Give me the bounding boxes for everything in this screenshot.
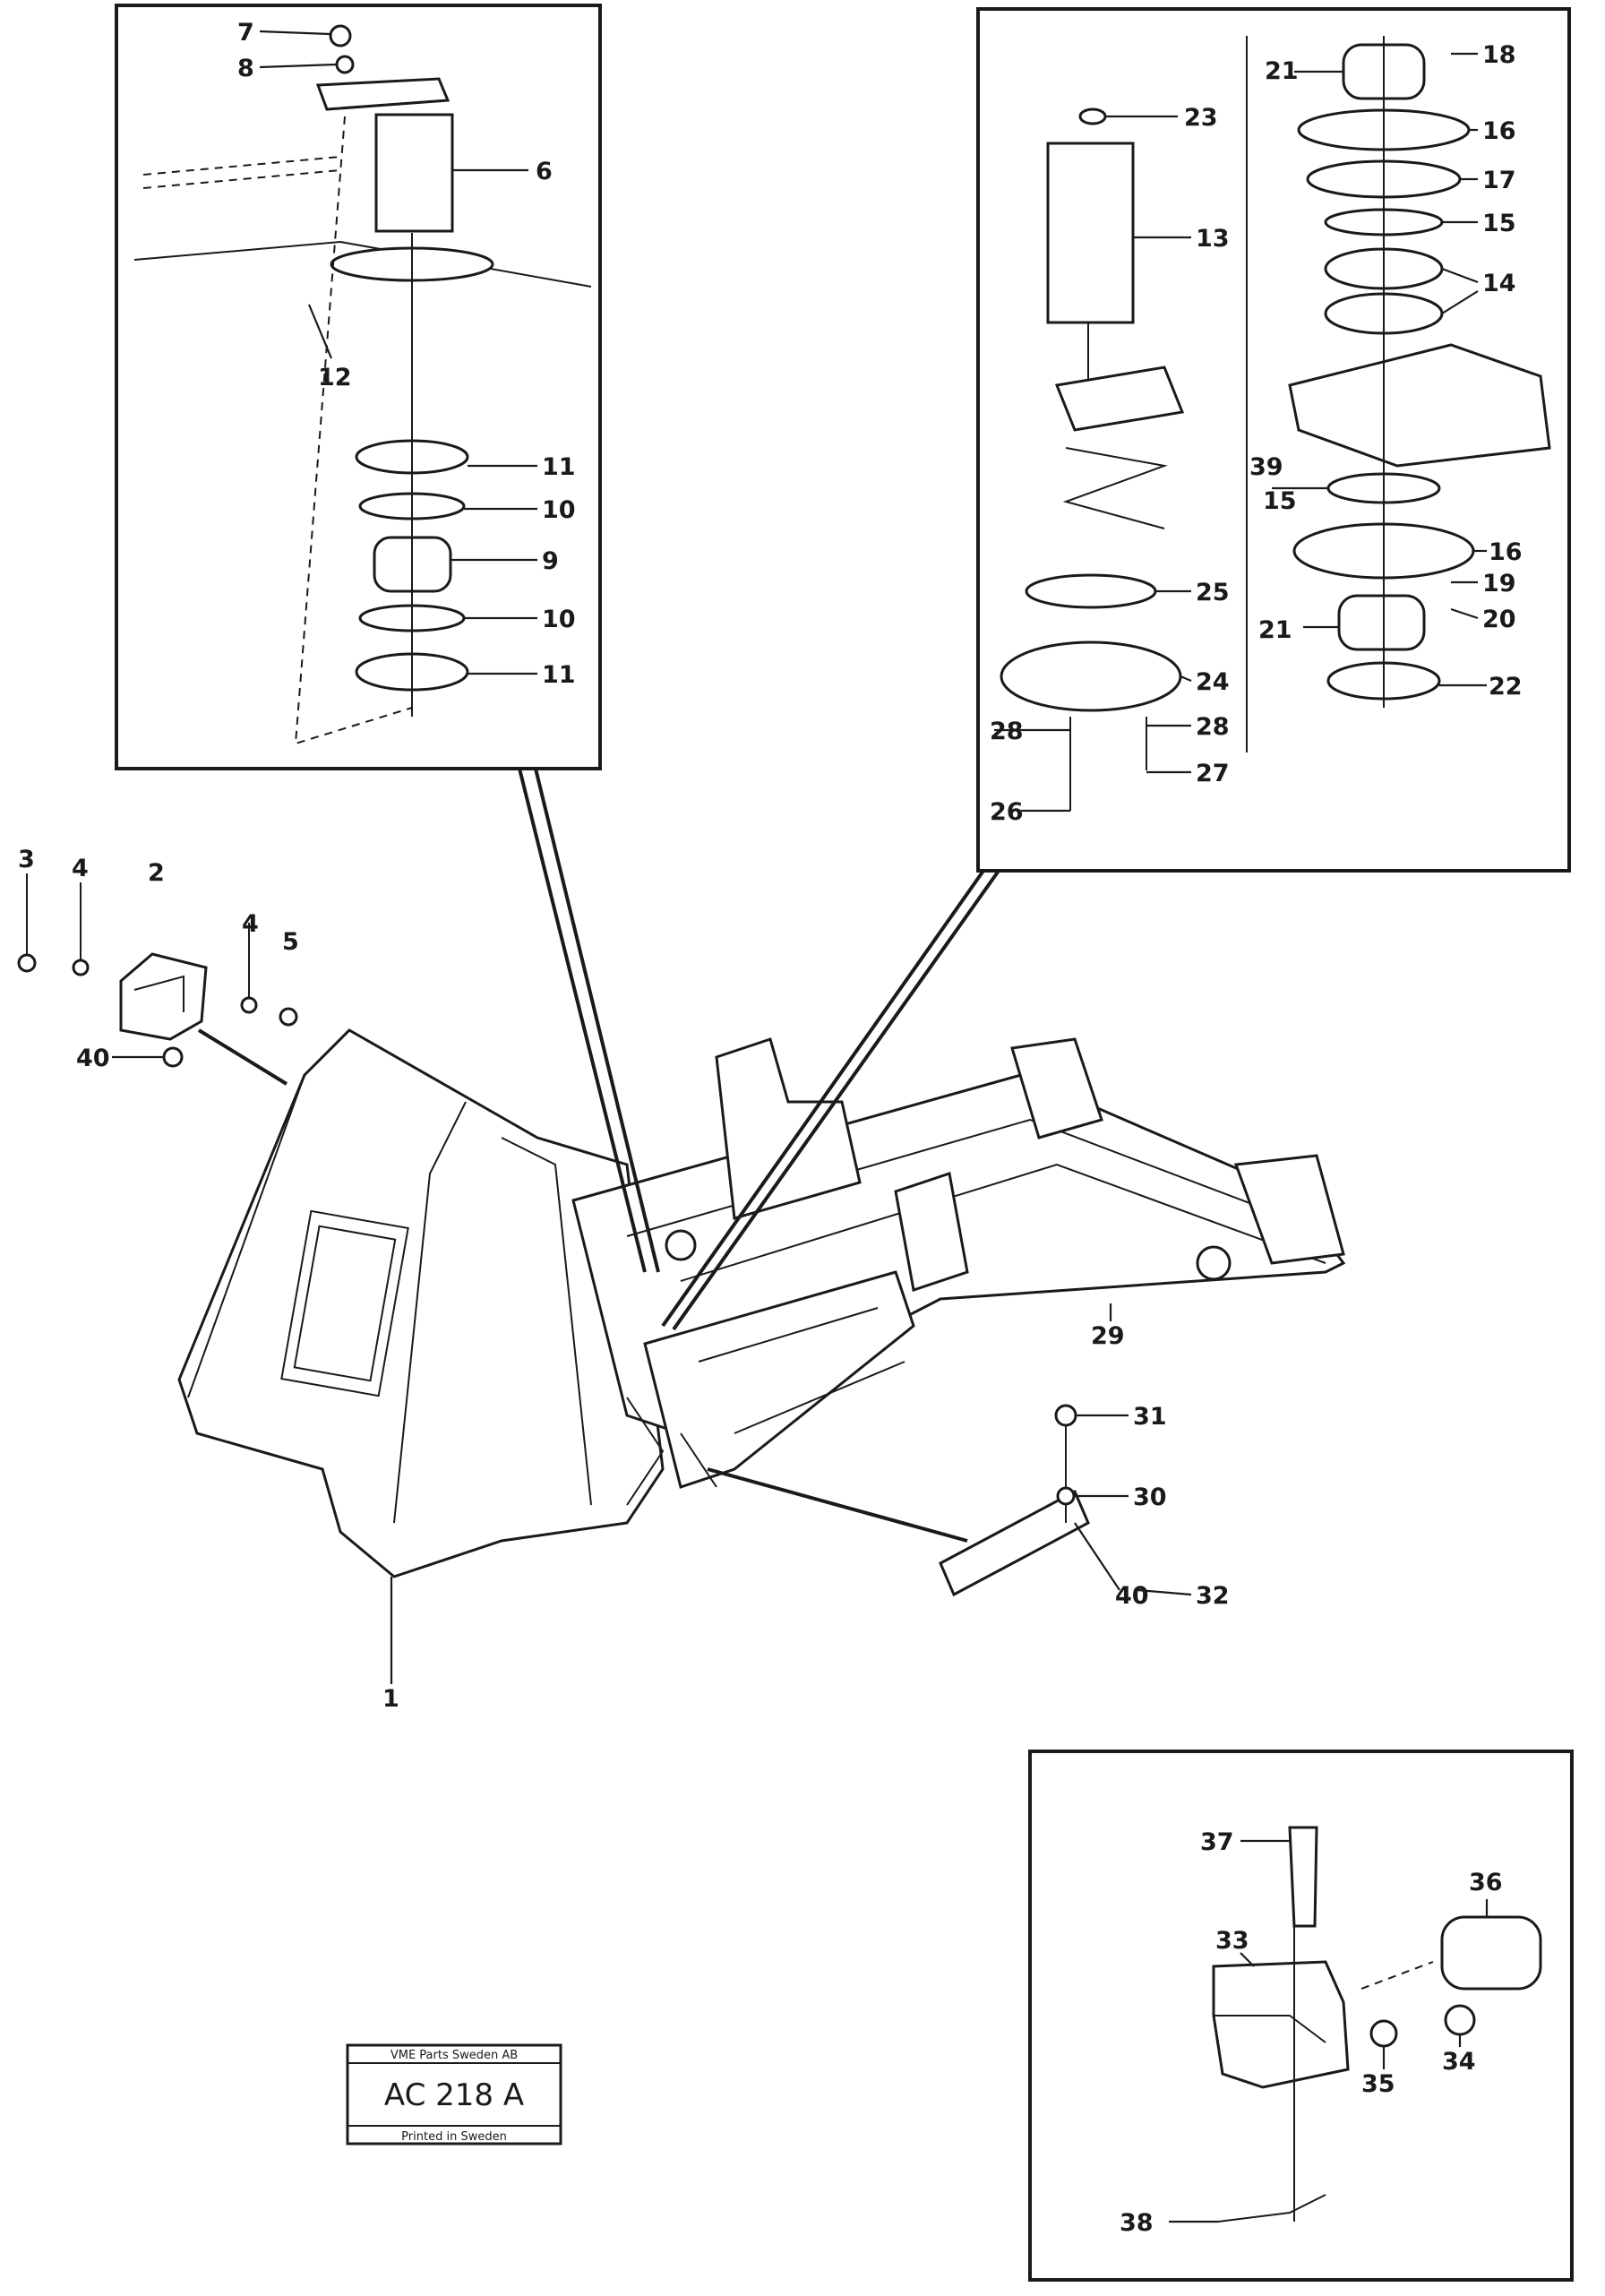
callout-10-bottom: 10 xyxy=(542,606,576,633)
callout-39: 39 xyxy=(1249,453,1283,481)
callout-7: 7 xyxy=(237,19,254,47)
rail-part xyxy=(939,1404,1090,1597)
connector-bracket xyxy=(197,1028,288,1086)
callout-33: 33 xyxy=(1215,1927,1249,1955)
callout-15-bottom: 15 xyxy=(1263,487,1297,515)
callout-25: 25 xyxy=(1196,579,1230,606)
callout-3: 3 xyxy=(18,846,35,873)
callout-40-left: 40 xyxy=(76,1045,110,1072)
connector-left-inset xyxy=(518,768,660,1273)
connector-right-inset xyxy=(661,869,1000,1331)
callout-37: 37 xyxy=(1200,1828,1234,1856)
callout-36: 36 xyxy=(1469,1869,1503,1896)
callout-32: 32 xyxy=(1196,1582,1230,1610)
inset-bottom-right xyxy=(1028,1750,1574,2282)
callout-28-left: 28 xyxy=(990,718,1024,745)
callout-15-top: 15 xyxy=(1482,210,1516,237)
callout-4-left: 4 xyxy=(72,855,89,882)
callout-11-top: 11 xyxy=(542,453,576,481)
callout-numbers: 7 8 6 12 11 10 9 10 11 23 13 25 24 28 28… xyxy=(18,19,1523,2237)
callout-20: 20 xyxy=(1482,606,1516,633)
stamp-code: AC 218 A xyxy=(384,2077,524,2113)
callout-13: 13 xyxy=(1196,225,1230,253)
callout-1: 1 xyxy=(382,1685,399,1713)
callout-38: 38 xyxy=(1120,2209,1154,2237)
callout-21-bottom: 21 xyxy=(1258,616,1292,644)
inset-left xyxy=(115,4,602,770)
connector-rail xyxy=(707,1467,968,1543)
callout-12: 12 xyxy=(318,364,352,391)
callout-23: 23 xyxy=(1184,104,1218,132)
callout-28-right: 28 xyxy=(1196,713,1230,741)
drawing-stamp: VME Parts Sweden AB AC 218 A Printed in … xyxy=(346,2043,562,2146)
callout-10-top: 10 xyxy=(542,496,576,524)
callout-16-top: 16 xyxy=(1482,117,1516,145)
callout-18-top: 18 xyxy=(1482,41,1516,69)
callout-22: 22 xyxy=(1489,673,1523,701)
callout-16-bottom: 16 xyxy=(1489,538,1523,566)
callout-26: 26 xyxy=(990,798,1024,826)
leader-lines xyxy=(112,30,1489,2223)
callout-14: 14 xyxy=(1482,270,1516,297)
stamp-bottom-line: Printed in Sweden xyxy=(401,2130,507,2144)
bracket-part-2 xyxy=(17,873,298,1068)
callout-34: 34 xyxy=(1442,2048,1476,2076)
callout-21-top: 21 xyxy=(1265,57,1299,85)
callout-40-right: 40 xyxy=(1115,1582,1149,1610)
callout-6: 6 xyxy=(536,158,553,185)
callout-24: 24 xyxy=(1196,668,1230,696)
inset-right xyxy=(976,7,1571,873)
callout-5: 5 xyxy=(282,928,299,956)
callout-17: 17 xyxy=(1482,167,1516,194)
main-frame-assembly xyxy=(177,1028,1346,1578)
callout-29: 29 xyxy=(1091,1322,1125,1350)
callout-4-right: 4 xyxy=(242,910,259,938)
callout-2: 2 xyxy=(148,859,165,887)
callout-27: 27 xyxy=(1196,760,1230,787)
callout-9: 9 xyxy=(542,547,559,575)
callout-19: 19 xyxy=(1482,570,1516,598)
callout-31: 31 xyxy=(1133,1403,1167,1431)
callout-8: 8 xyxy=(237,55,254,82)
stamp-top-line: VME Parts Sweden AB xyxy=(391,2049,518,2062)
callout-30: 30 xyxy=(1133,1483,1167,1511)
callout-35: 35 xyxy=(1361,2070,1395,2098)
callout-11-bottom: 11 xyxy=(542,661,576,689)
